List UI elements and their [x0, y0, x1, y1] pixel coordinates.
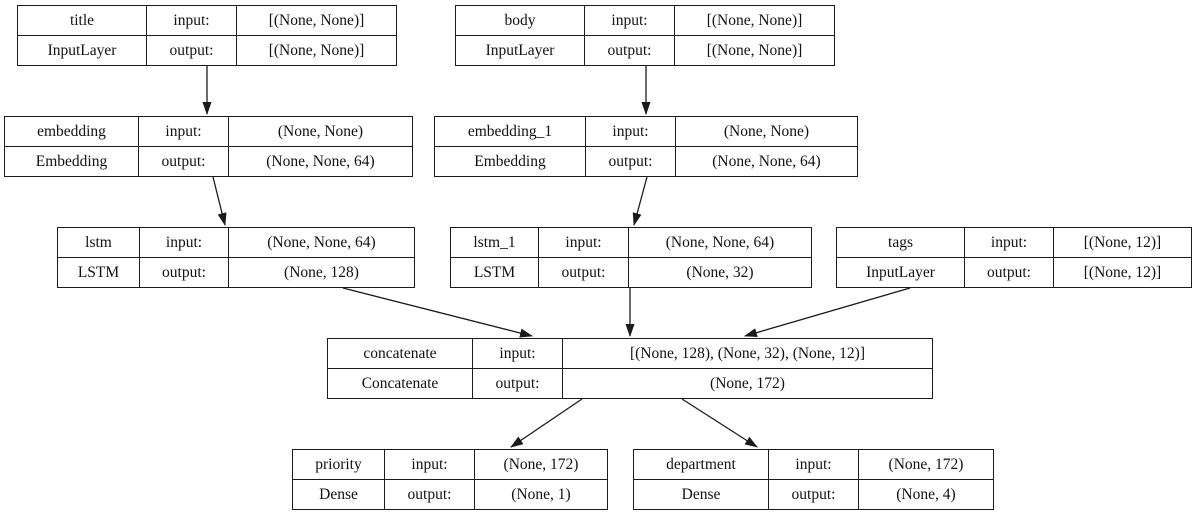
- input-shape: [(None, None)]: [674, 6, 834, 36]
- layer-name: lstm: [58, 228, 139, 258]
- output-shape: (None, 128): [228, 257, 414, 287]
- output-shape: [(None, None)]: [674, 35, 834, 65]
- layer-type: Dense: [681, 485, 721, 503]
- output-shape: (None, 4): [858, 479, 993, 509]
- output-label: output:: [585, 146, 675, 176]
- input-label: input:: [768, 450, 858, 480]
- layer-name: tags: [837, 228, 964, 258]
- layer-type: Dense: [319, 485, 358, 503]
- output-shape: [(None, 12)]: [1053, 257, 1191, 287]
- layer-name: body: [456, 6, 584, 36]
- input-shape: (None, None): [675, 117, 857, 147]
- input-label: input:: [146, 6, 236, 36]
- output-shape: (None, None, 64): [228, 146, 412, 176]
- input-shape: (None, 172): [858, 450, 993, 480]
- input-shape: [(None, 128), (None, 32), (None, 12)]: [562, 339, 932, 369]
- output-shape: (None, 172): [562, 368, 932, 398]
- input-shape: [(None, 12)]: [1053, 228, 1191, 258]
- layer-type: InputLayer: [866, 263, 935, 281]
- node-lstm-1: lstm_1 input: (None, None, 64) LSTM outp…: [450, 227, 812, 288]
- output-shape: (None, 32): [628, 257, 811, 287]
- node-concatenate: concatenate input: [(None, 128), (None, …: [327, 338, 933, 399]
- output-label: output:: [146, 35, 236, 65]
- node-tags: tags input: [(None, 12)] InputLayer outp…: [836, 227, 1192, 288]
- layer-name: priority: [293, 450, 384, 480]
- edge-concatenate-department: [681, 398, 758, 448]
- layer-name: department: [634, 450, 768, 480]
- input-label: input:: [138, 117, 228, 147]
- input-shape: (None, None, 64): [228, 228, 414, 258]
- node-lstm: lstm input: (None, None, 64) LSTM output…: [57, 227, 415, 288]
- input-shape: [(None, None)]: [236, 6, 396, 36]
- output-label: output:: [538, 257, 628, 287]
- node-embedding-1: embedding_1 input: (None, None) Embeddin…: [434, 116, 858, 177]
- node-body: body input: [(None, None)] InputLayer ou…: [455, 5, 835, 66]
- layer-name: embedding_1: [435, 117, 585, 147]
- input-label: input:: [384, 450, 474, 480]
- layer-name: lstm_1: [451, 228, 538, 258]
- layer-type: Embedding: [474, 152, 546, 170]
- layer-type: InputLayer: [47, 41, 117, 59]
- node-embedding: embedding input: (None, None) Embedding …: [4, 116, 413, 177]
- output-label: output:: [584, 35, 674, 65]
- input-label: input:: [139, 228, 228, 258]
- node-title: title input: [(None, None)] InputLayer o…: [17, 5, 397, 66]
- input-label: input:: [964, 228, 1053, 258]
- output-label: output:: [384, 479, 474, 509]
- layer-name: concatenate: [328, 339, 472, 369]
- output-shape: [(None, None)]: [236, 35, 396, 65]
- output-label: output:: [768, 479, 858, 509]
- layer-type: LSTM: [473, 263, 516, 281]
- output-label: output:: [139, 257, 228, 287]
- input-label: input:: [538, 228, 628, 258]
- edge-tags-concatenate: [744, 287, 911, 338]
- input-label: input:: [584, 6, 674, 36]
- output-shape: (None, 1): [474, 479, 607, 509]
- input-shape: (None, 172): [474, 450, 607, 480]
- edge-embedding-1-lstm-1: [632, 176, 648, 227]
- input-label: input:: [472, 339, 562, 369]
- layer-type: Concatenate: [361, 374, 439, 392]
- edge-embedding-lstm: [212, 176, 227, 227]
- layer-name: embedding: [5, 117, 138, 147]
- layer-name: title: [18, 6, 146, 36]
- edge-concatenate-priority: [510, 398, 583, 448]
- output-label: output:: [138, 146, 228, 176]
- output-label: output:: [472, 368, 562, 398]
- input-label: input:: [585, 117, 675, 147]
- node-department: department input: (None, 172) Dense outp…: [633, 449, 994, 510]
- output-label: output:: [964, 257, 1053, 287]
- input-shape: (None, None, 64): [628, 228, 811, 258]
- node-priority: priority input: (None, 172) Dense output…: [292, 449, 608, 510]
- input-shape: (None, None): [228, 117, 412, 147]
- layer-type: Embedding: [35, 152, 108, 170]
- output-shape: (None, None, 64): [675, 146, 857, 176]
- layer-type: InputLayer: [485, 41, 555, 59]
- edge-lstm-concatenate: [342, 287, 534, 338]
- layer-type: LSTM: [77, 263, 120, 281]
